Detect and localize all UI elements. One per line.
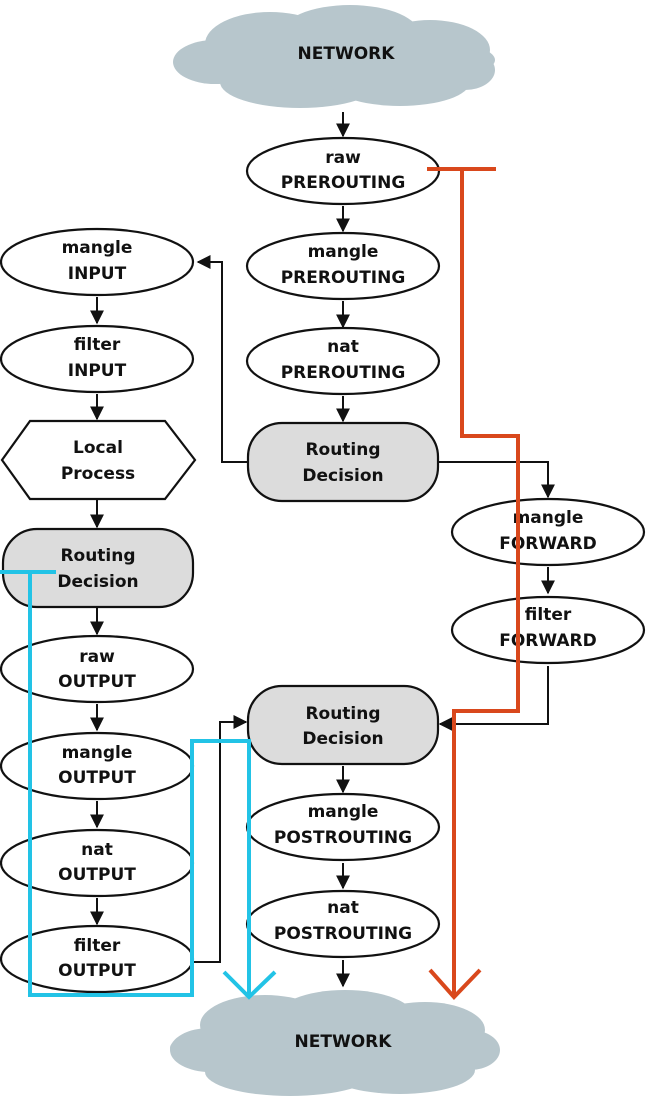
node-chain-label: POSTROUTING	[274, 924, 412, 944]
node-chain-label: FORWARD	[499, 631, 597, 651]
node-table-label: mangle	[513, 508, 584, 528]
forward-path-highlight	[427, 167, 520, 1000]
local-process-line2: Process	[61, 464, 135, 484]
node-chain-label: OUTPUT	[58, 672, 136, 692]
local-process-line1: Local	[73, 438, 123, 458]
node-table-label: filter	[525, 605, 572, 625]
routing-decision-3: Routing Decision	[246, 684, 440, 766]
node-table-label: filter	[74, 335, 121, 355]
routing-decision-1: Routing Decision	[246, 421, 440, 503]
node-mangle-prerouting: mangle PREROUTING	[245, 231, 441, 301]
node-table-label: mangle	[308, 802, 379, 822]
node-table-label: raw	[79, 647, 115, 667]
node-raw-output: raw OUTPUT	[0, 634, 195, 704]
node-chain-label: INPUT	[68, 264, 127, 284]
node-raw-prerouting: raw PREROUTING	[245, 136, 441, 206]
routing-label-line2: Decision	[57, 572, 138, 592]
node-mangle-postrouting: mangle POSTROUTING	[245, 792, 441, 862]
node-table-label: mangle	[62, 238, 133, 258]
node-mangle-output: mangle OUTPUT	[0, 731, 195, 801]
node-filter-forward: filter FORWARD	[450, 595, 646, 665]
node-chain-label: PREROUTING	[281, 173, 406, 193]
node-mangle-input: mangle INPUT	[0, 227, 195, 297]
node-table-label: nat	[81, 840, 113, 860]
node-filter-input: filter INPUT	[0, 324, 195, 394]
flow-connectors	[90, 112, 555, 988]
node-nat-output: nat OUTPUT	[0, 828, 195, 898]
node-mangle-forward: mangle FORWARD	[450, 497, 646, 567]
node-table-label: mangle	[308, 242, 379, 262]
node-chain-label: OUTPUT	[58, 865, 136, 885]
routing-label-line2: Decision	[302, 729, 383, 749]
node-table-label: raw	[325, 148, 361, 168]
routing-label-line1: Routing	[60, 546, 135, 566]
node-chain-label: OUTPUT	[58, 961, 136, 981]
node-table-label: nat	[327, 898, 359, 918]
network-top-label: NETWORK	[298, 44, 396, 64]
node-table-label: mangle	[62, 743, 133, 763]
node-table-label: filter	[74, 936, 121, 956]
node-table-label: nat	[327, 337, 359, 357]
node-chain-label: PREROUTING	[281, 268, 406, 288]
node-chain-label: FORWARD	[499, 534, 597, 554]
network-bottom-cloud: NETWORK	[170, 990, 500, 1096]
local-output-path-highlight	[0, 570, 277, 1000]
node-local-process: Local Process	[0, 419, 197, 501]
node-filter-output: filter OUTPUT	[0, 924, 195, 994]
network-bottom-label: NETWORK	[295, 1032, 393, 1052]
node-chain-label: INPUT	[68, 361, 127, 381]
node-chain-label: OUTPUT	[58, 768, 136, 788]
node-nat-postrouting: nat POSTROUTING	[245, 889, 441, 959]
node-nat-prerouting: nat PREROUTING	[245, 326, 441, 396]
node-chain-label: POSTROUTING	[274, 828, 412, 848]
routing-label-line1: Routing	[305, 704, 380, 724]
routing-label-line1: Routing	[305, 440, 380, 460]
routing-decision-2: Routing Decision	[1, 527, 195, 609]
network-top-cloud: NETWORK	[173, 5, 495, 108]
routing-label-line2: Decision	[302, 466, 383, 486]
node-chain-label: PREROUTING	[281, 363, 406, 383]
